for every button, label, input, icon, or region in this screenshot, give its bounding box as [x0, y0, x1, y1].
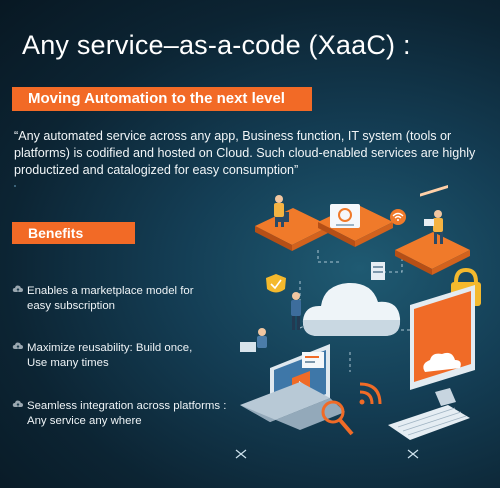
magnifier-icon [321, 400, 354, 436]
shield-icon [266, 274, 286, 293]
benefit-line: Enables a marketplace model for [27, 285, 194, 297]
wifi-waves-icon [359, 382, 382, 405]
keyboard [388, 405, 470, 440]
subtitle-banner: Moving Automation to the next level [12, 87, 312, 111]
benefit-line: Use many times [27, 357, 109, 369]
person-figure [291, 292, 301, 330]
benefit-line: Seamless integration across platforms : [27, 400, 227, 412]
cloud-upload-icon [12, 342, 23, 349]
gear-icon [235, 449, 419, 459]
seated-person [240, 328, 267, 352]
benefit-line: easy subscription [27, 300, 116, 312]
code-card [302, 352, 324, 368]
platform-left [255, 195, 330, 251]
cloud-icon [302, 282, 401, 336]
document-icon [371, 262, 385, 280]
cloud-upload-icon [12, 400, 23, 407]
benefits-heading: Benefits [12, 222, 135, 244]
quote-text: “Any automated service across any app, B… [14, 129, 476, 177]
platform-right [395, 210, 470, 275]
page-title: Any service–as-a-code (XaaC) : [22, 30, 411, 60]
laptop [240, 344, 345, 430]
decorative-dot [14, 185, 16, 187]
wifi-icon [390, 209, 406, 225]
connector-lines [299, 250, 416, 372]
benefit-line: Any service any where [27, 415, 142, 427]
monitor [410, 185, 475, 406]
platform-top [318, 204, 393, 247]
cloud-upload-icon [12, 285, 23, 292]
benefit-line: Maximize reusability: Build once, [27, 342, 193, 354]
